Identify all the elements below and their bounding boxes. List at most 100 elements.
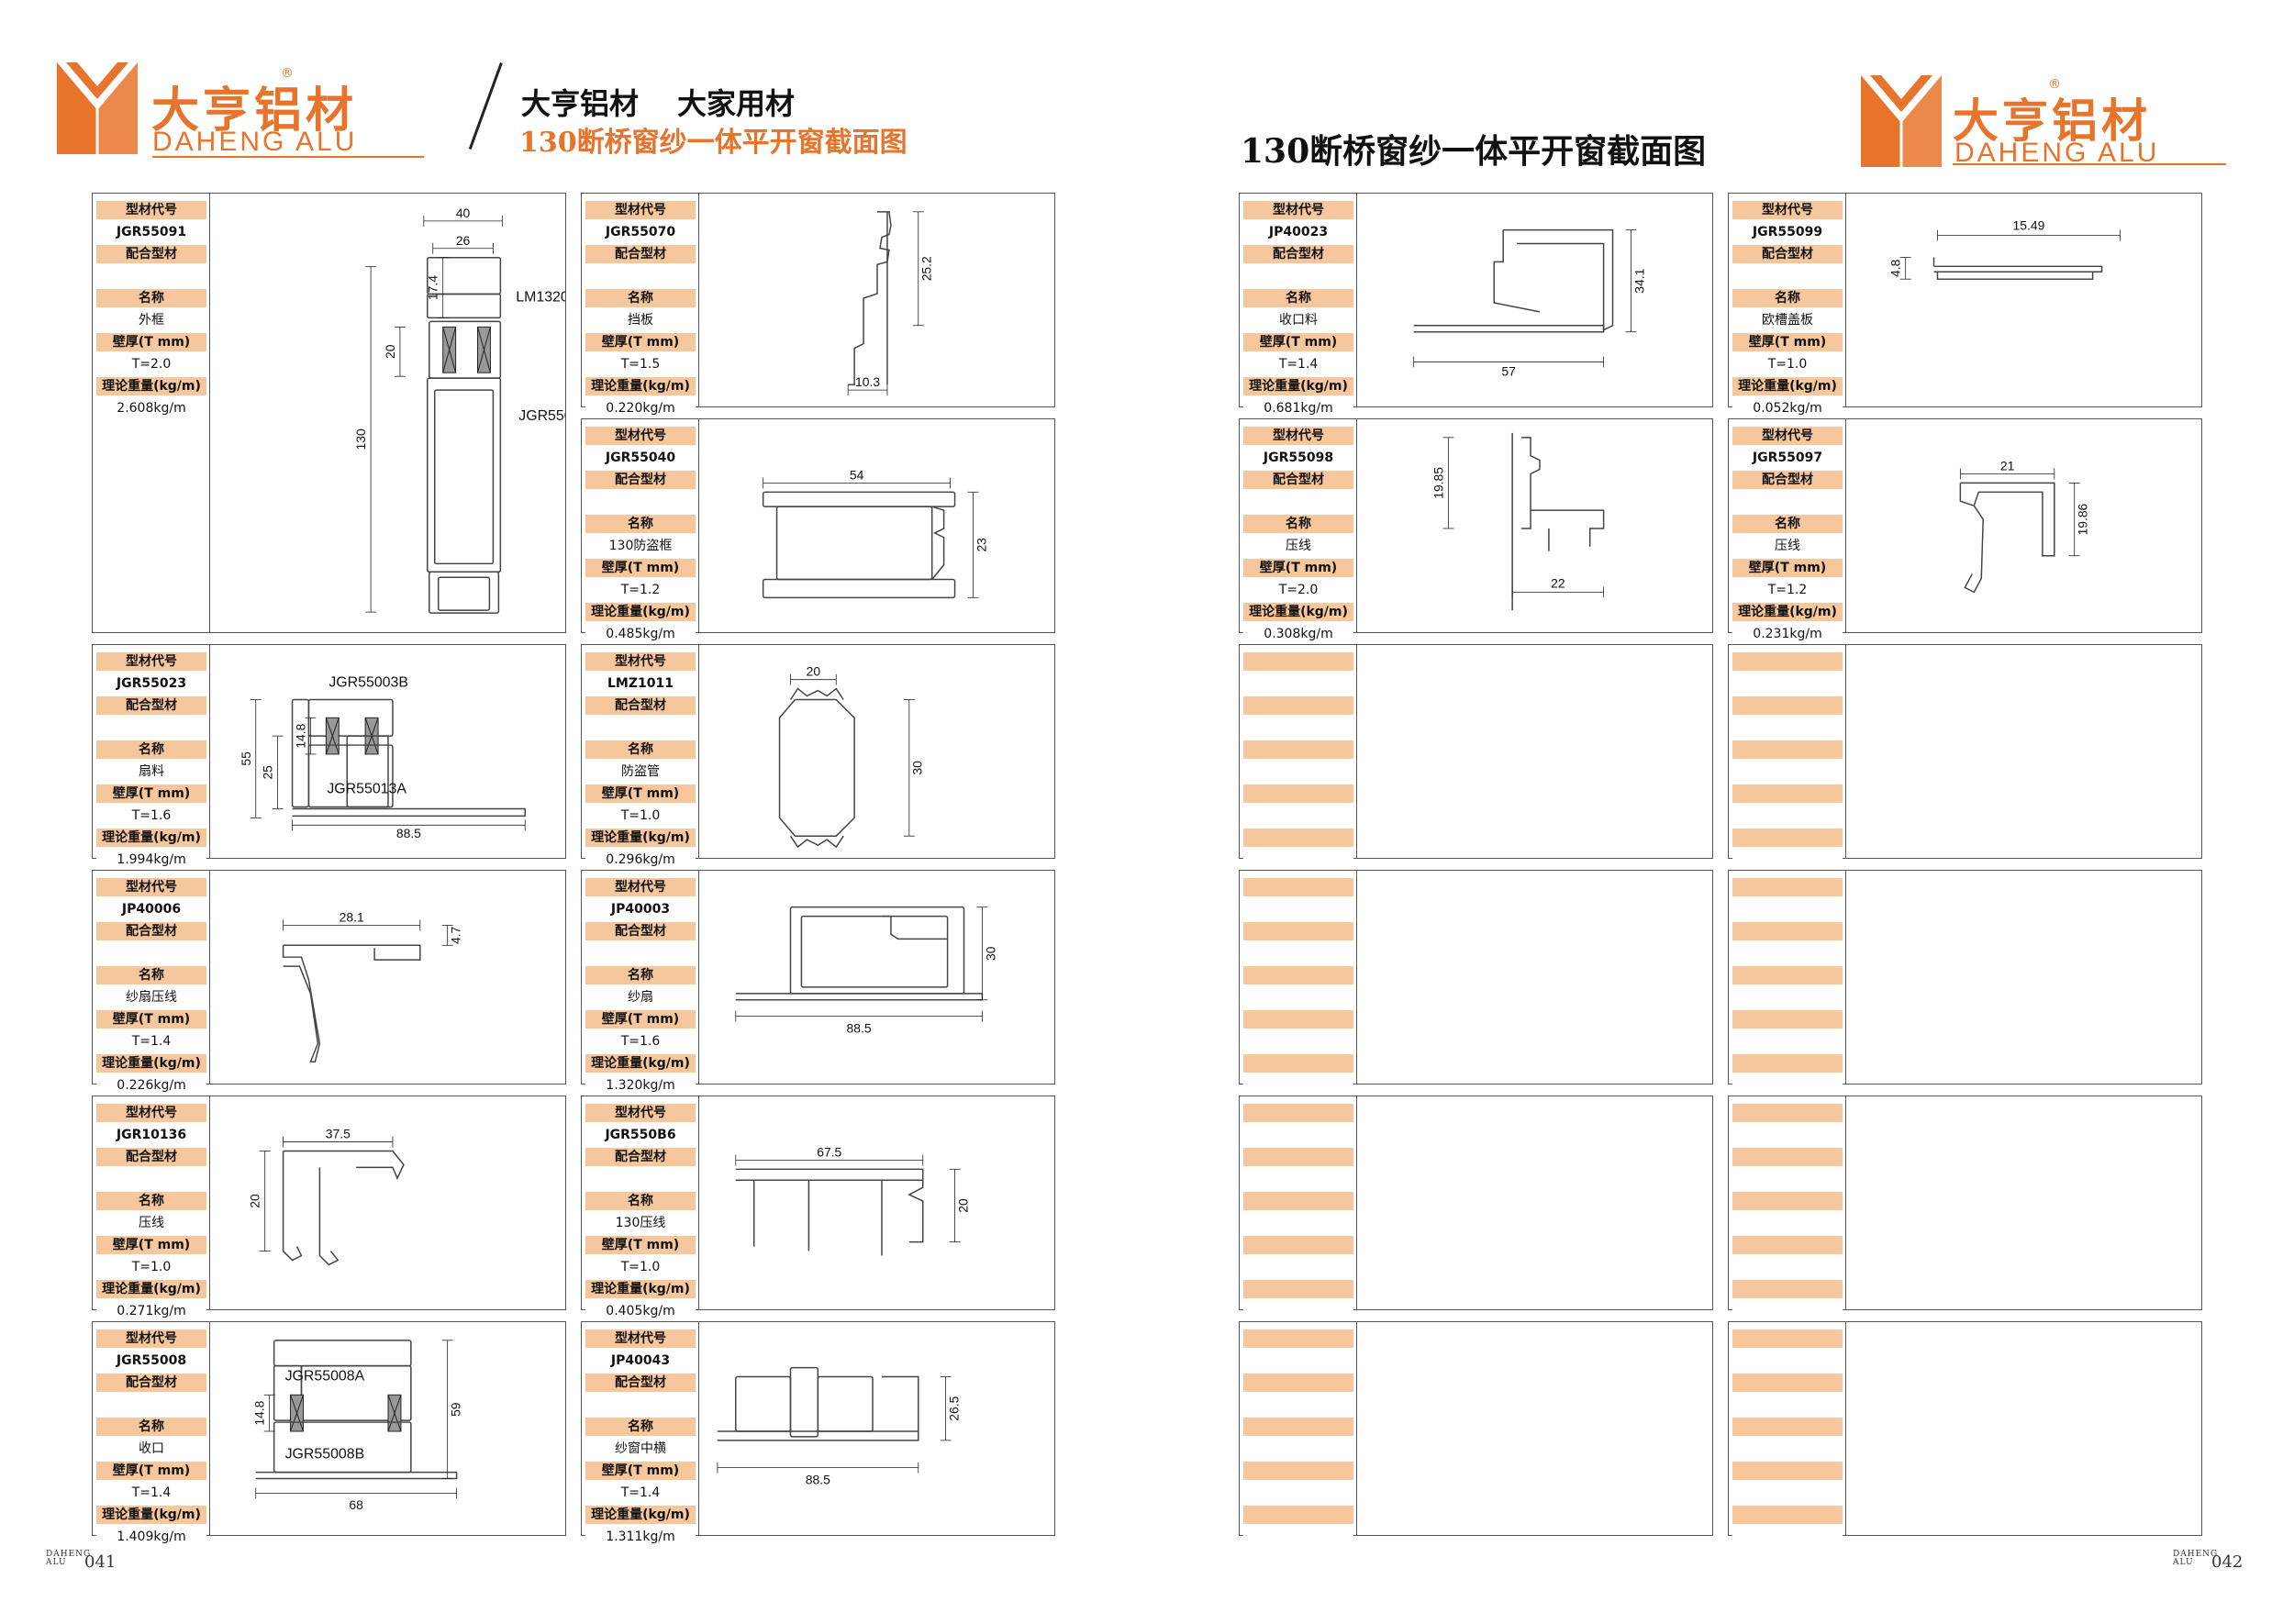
empty-label-stripe bbox=[1243, 696, 1353, 715]
empty-value-cell bbox=[1243, 718, 1353, 737]
dimension-label: 22 bbox=[1551, 575, 1565, 590]
match-label: 配合型材 bbox=[1243, 245, 1353, 263]
code-value: JGR55099 bbox=[1732, 223, 1843, 241]
footer-brand-right: DAHENG bbox=[2173, 1550, 2219, 1559]
empty-label-stripe bbox=[1732, 1506, 1843, 1524]
code-value: JGR55023 bbox=[96, 674, 206, 693]
code-value: JP40023 bbox=[1243, 223, 1353, 241]
empty-label-stripe bbox=[1732, 1236, 1843, 1254]
name-label: 名称 bbox=[96, 1418, 206, 1436]
thickness-value: T=1.2 bbox=[1732, 581, 1843, 599]
profile-spec-panel bbox=[1240, 871, 1357, 1095]
dimension-label: 55 bbox=[239, 751, 253, 766]
name-value: 外框 bbox=[96, 311, 206, 329]
code-label: 型材代号 bbox=[96, 1329, 206, 1348]
empty-profile-card bbox=[1239, 1096, 1713, 1320]
empty-profile-card bbox=[1239, 1321, 1713, 1546]
dimension-label: 57 bbox=[1501, 363, 1516, 378]
empty-value-cell bbox=[1732, 1076, 1843, 1095]
match-value bbox=[96, 718, 206, 737]
empty-label-stripe bbox=[1243, 878, 1353, 896]
weight-label: 理论重量(kg/m) bbox=[96, 1506, 206, 1524]
empty-label-stripe bbox=[1732, 652, 1843, 671]
match-value bbox=[1243, 493, 1353, 511]
thickness-label: 壁厚(T mm) bbox=[1732, 333, 1843, 351]
profile-section-drawing: 26.5 88.5 bbox=[699, 1322, 1054, 1535]
empty-label-stripe bbox=[1732, 1148, 1843, 1166]
empty-value-cell bbox=[1732, 900, 1843, 918]
registered-mark: ® bbox=[281, 66, 294, 81]
dimension-label: 23 bbox=[974, 538, 988, 552]
match-value bbox=[96, 1170, 206, 1188]
name-value: 扇料 bbox=[96, 762, 206, 781]
empty-label-stripe bbox=[1732, 1010, 1843, 1029]
empty-label-stripe bbox=[1243, 652, 1353, 671]
match-value bbox=[585, 1170, 696, 1188]
dimension-label: 20 bbox=[955, 1198, 970, 1213]
thickness-label: 壁厚(T mm) bbox=[96, 333, 206, 351]
thickness-value: T=1.6 bbox=[585, 1032, 696, 1051]
match-value bbox=[96, 267, 206, 285]
profile-spec-panel bbox=[1240, 1322, 1357, 1546]
empty-value-cell bbox=[1732, 1528, 1843, 1546]
code-label: 型材代号 bbox=[585, 652, 696, 671]
match-value bbox=[1732, 267, 1843, 285]
page-number: 041 bbox=[84, 1552, 117, 1572]
empty-label-stripe bbox=[1243, 1462, 1353, 1480]
dimension-label: 88.5 bbox=[847, 1021, 872, 1036]
logo-brand-en: DAHENG ALU bbox=[152, 127, 358, 157]
code-value: LMZ1011 bbox=[585, 674, 696, 693]
empty-label-stripe bbox=[1732, 829, 1843, 847]
empty-label-stripe bbox=[1732, 1418, 1843, 1436]
empty-value-cell bbox=[1243, 762, 1353, 781]
profile-section-drawing: 40 26 17.4 20 130 LM13201A-2.0JGR55091B bbox=[210, 194, 565, 632]
empty-label-stripe bbox=[1732, 1054, 1843, 1073]
part-code-label: JGR55091B bbox=[518, 408, 565, 424]
right-footer: DAHENG ALU bbox=[2173, 1551, 2218, 1567]
code-label: 型材代号 bbox=[585, 878, 696, 896]
dimension-label: 19.85 bbox=[1431, 467, 1445, 499]
part-code-label: JGR55008A bbox=[285, 1368, 365, 1384]
empty-label-stripe bbox=[1243, 966, 1353, 984]
name-label: 名称 bbox=[585, 289, 696, 307]
empty-label-stripe bbox=[1243, 1506, 1353, 1524]
empty-value-cell bbox=[1243, 1032, 1353, 1051]
empty-label-stripe bbox=[1243, 1010, 1353, 1029]
code-label: 型材代号 bbox=[96, 652, 206, 671]
profile-section-drawing: 34.1 57 bbox=[1357, 194, 1712, 406]
daheng-logo-mark-icon bbox=[57, 62, 138, 154]
empty-value-cell bbox=[1243, 1214, 1353, 1232]
thickness-label: 壁厚(T mm) bbox=[585, 333, 696, 351]
empty-label-stripe bbox=[1732, 1374, 1843, 1392]
part-code-label: JGR55003B bbox=[329, 675, 408, 691]
weight-label: 理论重量(kg/m) bbox=[96, 377, 206, 395]
header-divider bbox=[468, 62, 503, 150]
match-value bbox=[96, 944, 206, 962]
empty-value-cell bbox=[1243, 806, 1353, 825]
profile-section-drawing: 30 88.5 bbox=[699, 871, 1054, 1084]
empty-value-cell bbox=[1243, 1351, 1353, 1370]
empty-label-stripe bbox=[1243, 1104, 1353, 1122]
name-label: 名称 bbox=[585, 740, 696, 759]
match-label: 配合型材 bbox=[96, 1148, 206, 1166]
match-value bbox=[1732, 493, 1843, 511]
empty-value-cell bbox=[1732, 988, 1843, 1007]
dimension-label: 20 bbox=[248, 1194, 262, 1208]
thickness-label: 壁厚(T mm) bbox=[585, 1010, 696, 1029]
dimension-label: 14.8 bbox=[293, 723, 307, 748]
empty-label-stripe bbox=[1243, 784, 1353, 803]
name-value: 压线 bbox=[96, 1214, 206, 1232]
match-label: 配合型材 bbox=[585, 245, 696, 263]
match-value bbox=[585, 1396, 696, 1414]
name-label: 名称 bbox=[96, 966, 206, 984]
